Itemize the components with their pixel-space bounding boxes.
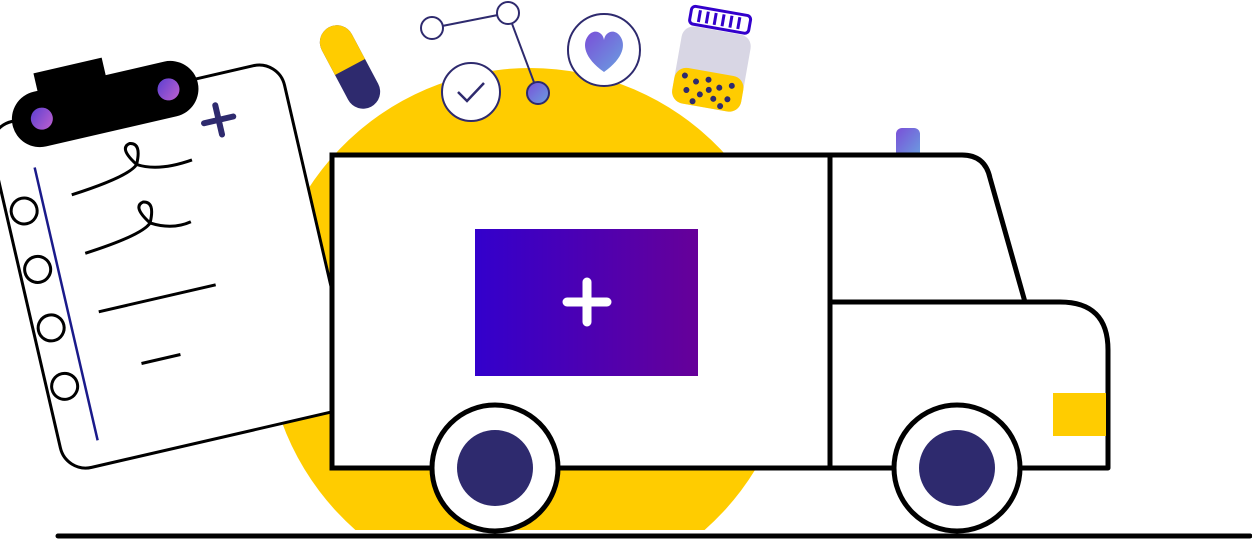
clipboard-icon: [0, 57, 355, 470]
medical-cross-icon: [562, 277, 612, 327]
rear-wheel: [429, 402, 561, 534]
heart-circle-icon: [567, 13, 641, 87]
molecule-icon: [420, 1, 550, 105]
front-wheel: [891, 402, 1023, 534]
pill-jar-icon: [672, 4, 753, 112]
siren-beacon: [896, 128, 920, 158]
check-circle-icon: [441, 62, 501, 122]
pill-icon: [319, 25, 381, 109]
ambulance-cab: [827, 152, 1111, 471]
ambulance-icon: [329, 128, 1111, 534]
headlight: [1053, 393, 1106, 436]
